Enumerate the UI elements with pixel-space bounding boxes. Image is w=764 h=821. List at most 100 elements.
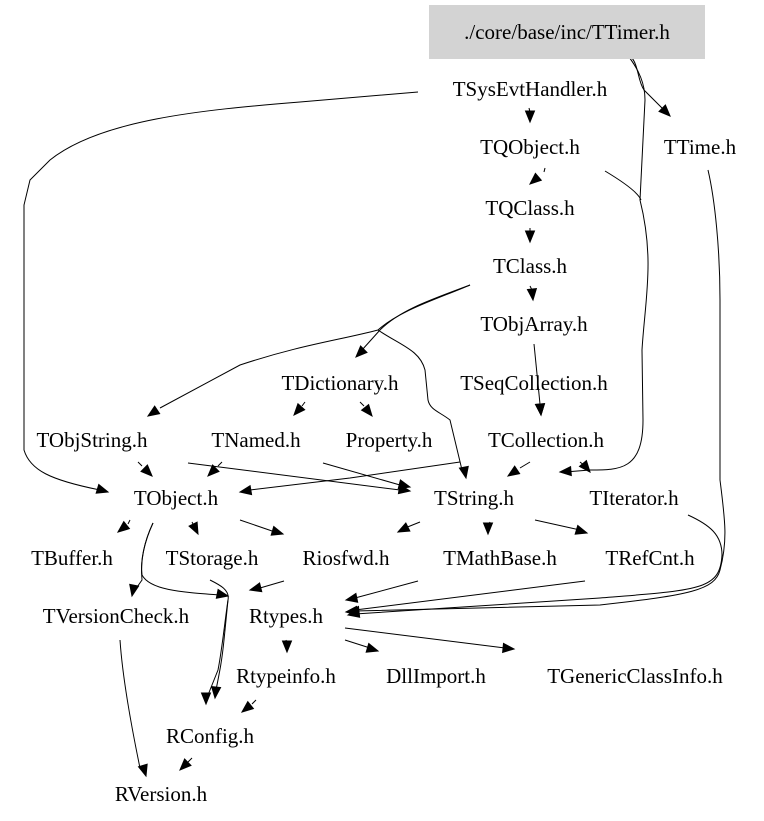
- arrowhead: [344, 592, 359, 603]
- edge-line: [249, 461, 461, 491]
- edge-line: [187, 462, 401, 491]
- arrowhead: [238, 484, 253, 496]
- node-label: TSysEvtHandler.h: [453, 77, 608, 101]
- node-TStorage[interactable]: TStorage.h: [166, 546, 259, 570]
- node-Riosfwd[interactable]: Riosfwd.h: [303, 546, 390, 570]
- edge-TString-to-TMathBase: [482, 521, 494, 536]
- edge-TString-to-TRefCnt: [534, 519, 589, 535]
- edge-Rtypes-to-Rtypeinfo: [281, 639, 293, 654]
- edge-line: [604, 170, 642, 201]
- node-TNamed[interactable]: TNamed.h: [211, 428, 301, 452]
- edge-line: [519, 461, 531, 469]
- node-label: TRefCnt.h: [605, 546, 695, 570]
- node-DllImport[interactable]: DllImport.h: [386, 664, 486, 688]
- arrowhead: [240, 700, 255, 713]
- node-label: Property.h: [346, 428, 433, 452]
- node-TClass[interactable]: TClass.h: [493, 254, 568, 278]
- node-TMathBase[interactable]: TMathBase.h: [443, 546, 557, 570]
- node-TTimer[interactable]: ./core/base/inc/TTimer.h: [429, 5, 705, 59]
- edge-line: [354, 514, 723, 615]
- node-TDictionary[interactable]: TDictionary.h: [281, 371, 399, 395]
- edge-line: [361, 284, 471, 351]
- edge-TCollection-to-TIterator: [578, 459, 591, 474]
- node-TRefCnt[interactable]: TRefCnt.h: [605, 546, 695, 570]
- node-TSysEvtHandler[interactable]: TSysEvtHandler.h: [453, 77, 608, 101]
- node-TString[interactable]: TString.h: [434, 486, 514, 510]
- node-TBuffer[interactable]: TBuffer.h: [31, 546, 113, 570]
- node-TQObject[interactable]: TQObject.h: [480, 135, 580, 159]
- node-TObject[interactable]: TObject.h: [134, 486, 219, 510]
- node-TGenericClassInfo[interactable]: TGenericClassInfo.h: [547, 664, 723, 688]
- node-label: TVersionCheck.h: [43, 604, 190, 628]
- edge-Rtypes-to-DllImport: [344, 639, 380, 653]
- node-TObjString[interactable]: TObjString.h: [36, 428, 148, 452]
- edge-TRefCnt-to-Rtypes: [344, 580, 586, 617]
- arrowhead: [210, 686, 222, 700]
- edge-TMathBase-to-Rtypes: [344, 580, 419, 603]
- arrowhead: [578, 459, 591, 474]
- edge-Riosfwd-to-Rtypes: [248, 580, 285, 593]
- edge-TQClass-to-TClass: [524, 228, 536, 244]
- arrowhead: [344, 605, 358, 617]
- edge-RConfig-to-RVersion: [179, 757, 193, 771]
- node-TIterator[interactable]: TIterator.h: [589, 486, 679, 510]
- edge-TClass-to-TDictionary: [355, 284, 471, 358]
- node-label: TIterator.h: [589, 486, 679, 510]
- edge-Rtypes-to-RConfig: [200, 599, 229, 706]
- node-Rtypes[interactable]: Rtypes.h: [249, 604, 324, 628]
- edge-TNamed-to-TString: [322, 462, 412, 490]
- edge-line: [141, 522, 221, 596]
- node-label: TObjString.h: [36, 428, 148, 452]
- node-label: TQClass.h: [485, 196, 575, 220]
- arrowhead: [397, 479, 412, 490]
- arrowhead: [179, 758, 192, 771]
- node-label: TObject.h: [134, 486, 219, 510]
- node-TVersionCheck[interactable]: TVersionCheck.h: [43, 604, 190, 628]
- edge-TQObject-to-TQClass: [528, 167, 546, 185]
- node-RConfig[interactable]: RConfig.h: [166, 724, 255, 748]
- nodes-layer: ./core/base/inc/TTimer.hTSysEvtHandler.h…: [31, 5, 737, 806]
- root-node-background: [429, 5, 705, 59]
- node-TQClass[interactable]: TQClass.h: [485, 196, 575, 220]
- edge-TObject-to-TBuffer: [116, 519, 131, 533]
- node-RVersion[interactable]: RVersion.h: [115, 782, 208, 806]
- arrowhead: [360, 403, 373, 418]
- arrowhead: [200, 692, 212, 706]
- edge-line: [239, 519, 276, 533]
- node-TCollection[interactable]: TCollection.h: [488, 428, 605, 452]
- arrowhead: [396, 522, 411, 533]
- edge-line: [564, 51, 649, 473]
- node-label: TGenericClassInfo.h: [547, 664, 723, 688]
- node-TSeqCollection[interactable]: TSeqCollection.h: [460, 371, 608, 395]
- arrowhead: [558, 465, 572, 477]
- edge-line: [354, 580, 586, 611]
- arrowhead: [658, 104, 671, 117]
- node-label: TMathBase.h: [443, 546, 557, 570]
- edge-TObject-to-TStorage: [188, 521, 199, 536]
- node-TObjArray[interactable]: TObjArray.h: [480, 312, 588, 336]
- edge-line: [377, 329, 463, 471]
- node-TTime[interactable]: TTime.h: [664, 135, 737, 159]
- node-Rtypeinfo[interactable]: Rtypeinfo.h: [236, 664, 336, 688]
- arrowhead: [140, 464, 153, 477]
- node-label: TDictionary.h: [281, 371, 399, 395]
- arrowhead: [129, 583, 140, 598]
- edge-TSeqCollection-to-TCollection: [534, 403, 546, 417]
- arrowhead: [574, 524, 589, 535]
- node-label: TNamed.h: [211, 428, 301, 452]
- edge-TObject-to-Rtypes: [141, 522, 230, 599]
- edge-TVersionCheck-to-RVersion: [119, 639, 148, 778]
- edge-TTimer-to-TString: [558, 51, 649, 477]
- edge-line: [344, 639, 371, 649]
- edge-line: [354, 580, 419, 599]
- edge-line: [209, 579, 229, 691]
- edge-Rtypeinfo-to-RConfig: [240, 699, 257, 713]
- arrowhead: [281, 640, 293, 654]
- arrowhead: [137, 763, 148, 778]
- edge-TObjString-to-TObject: [137, 461, 153, 477]
- arrowhead: [365, 642, 380, 653]
- node-label: TSeqCollection.h: [460, 371, 608, 395]
- edge-TClass-to-TObjArray: [526, 285, 538, 302]
- node-Property[interactable]: Property.h: [346, 428, 433, 452]
